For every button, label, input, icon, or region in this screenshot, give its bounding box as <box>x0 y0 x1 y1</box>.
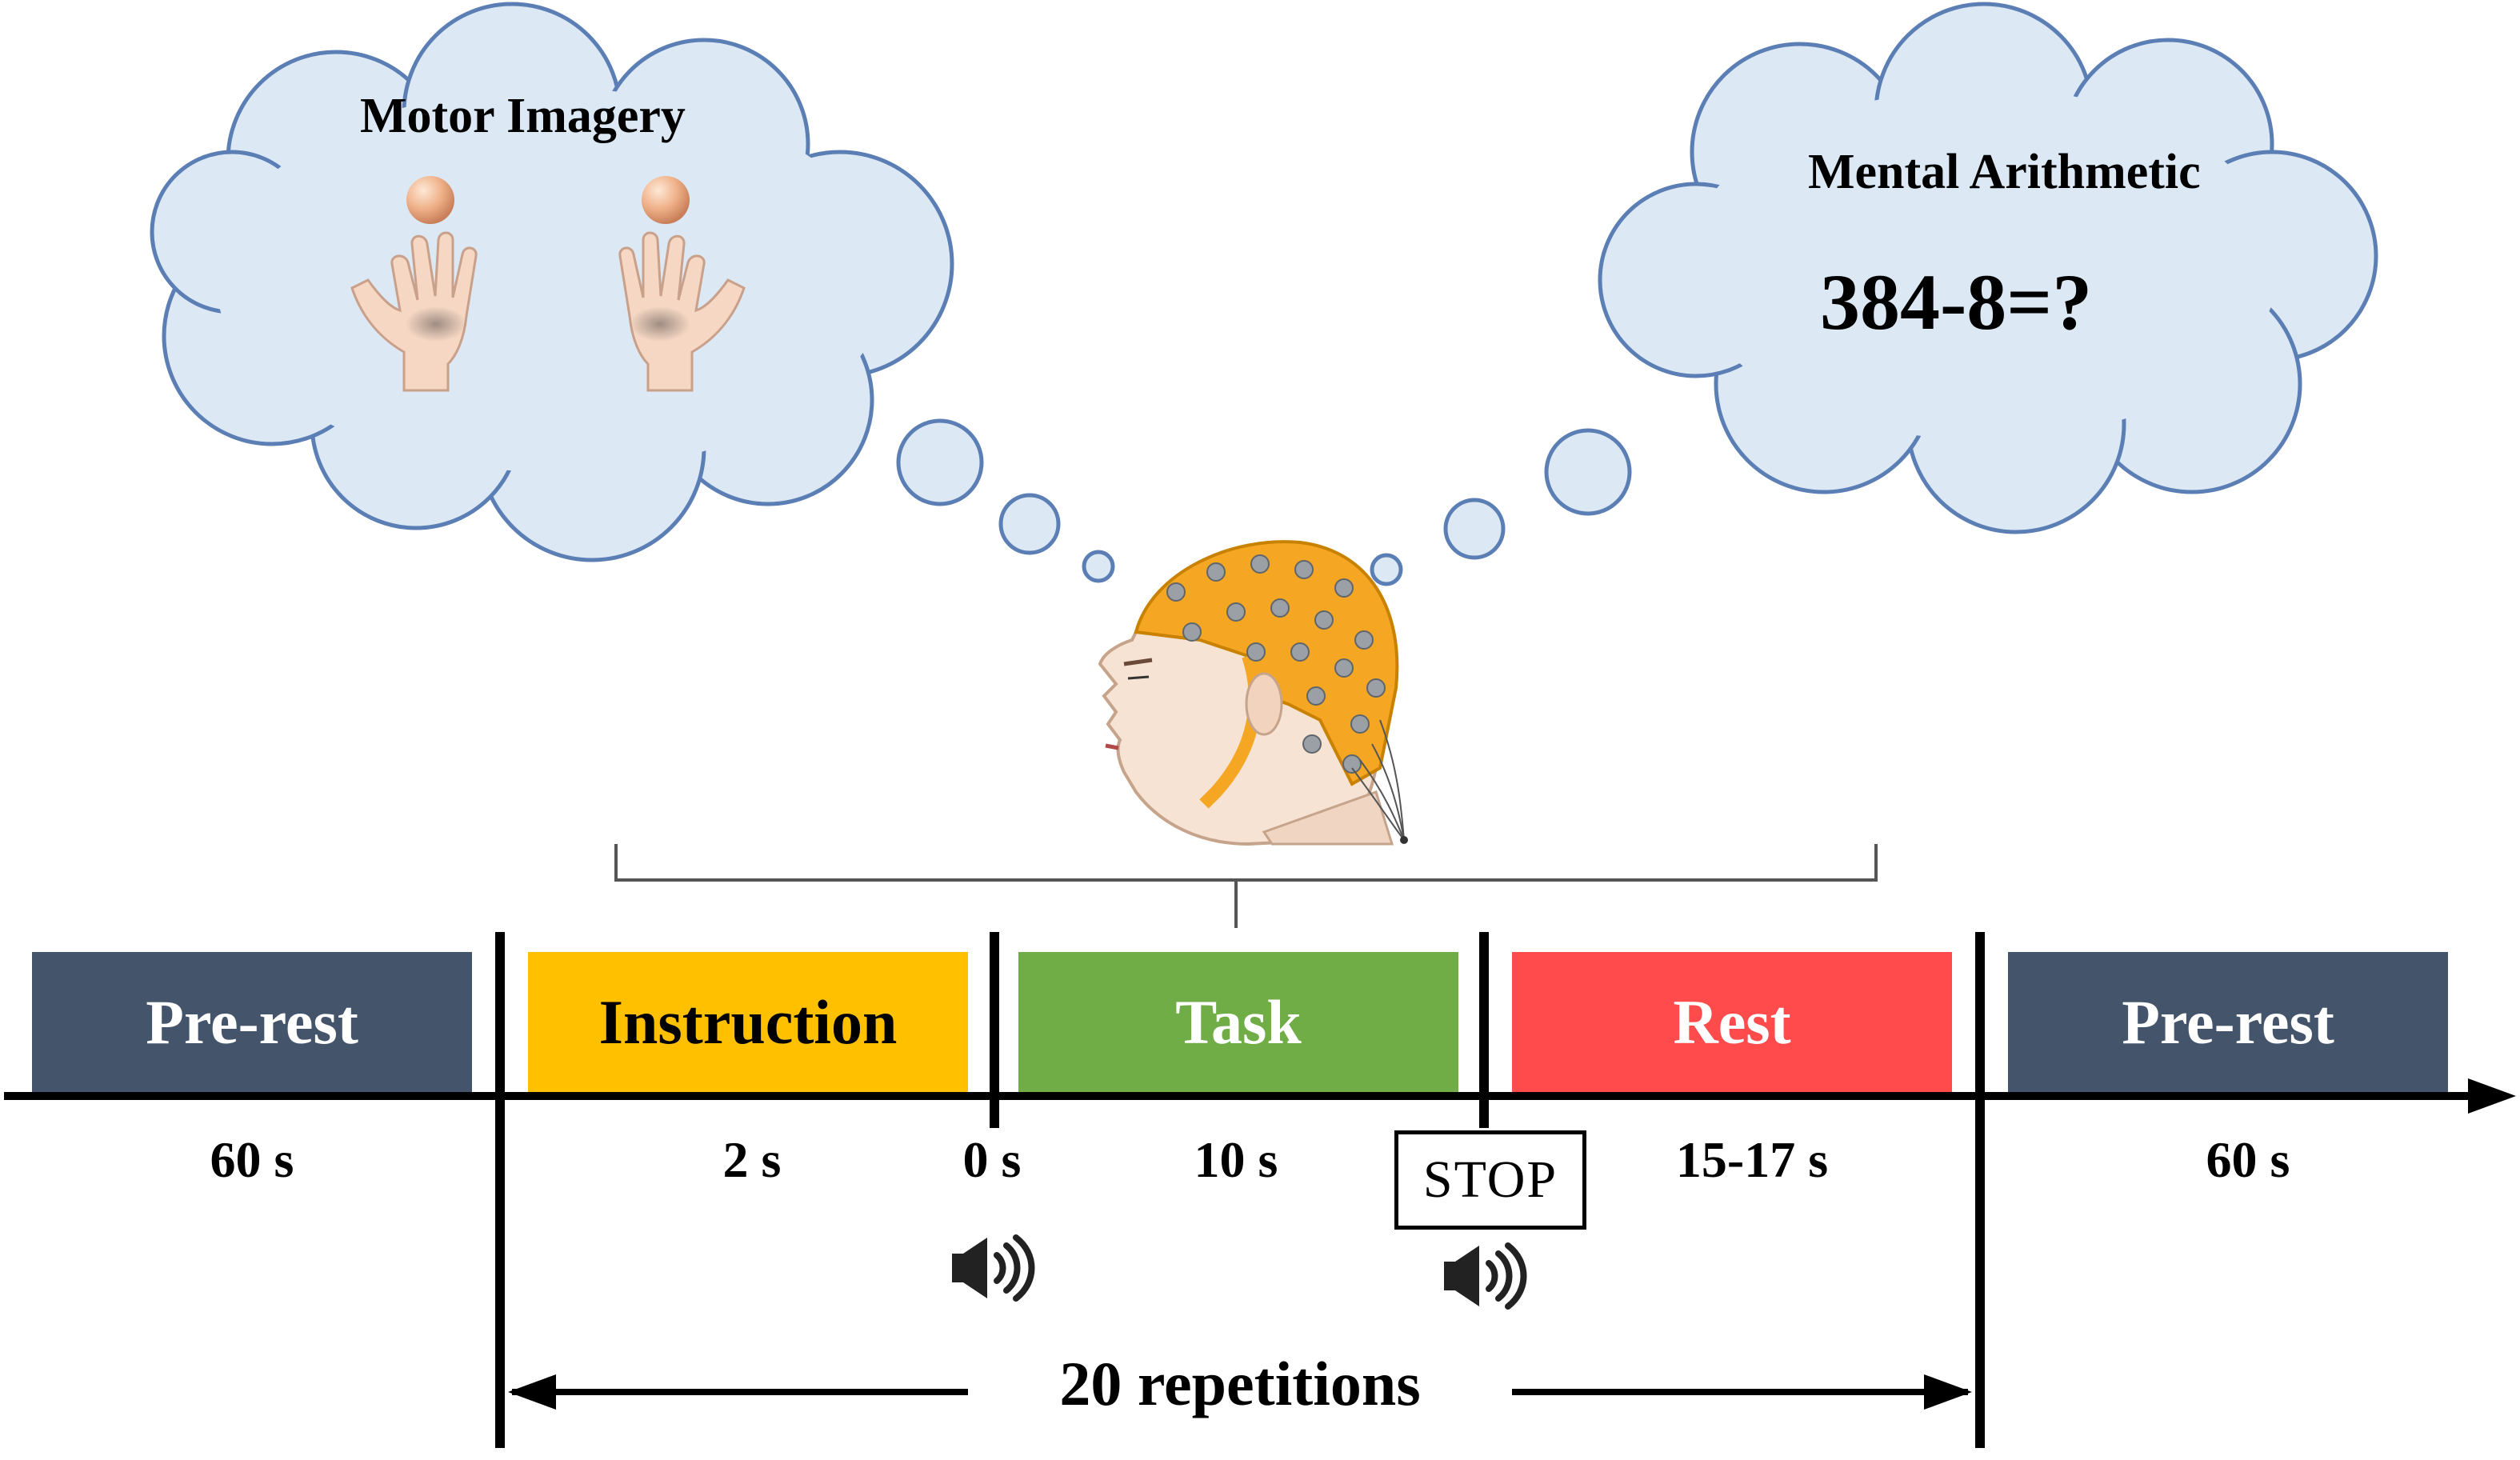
pre-rest-block-end: Pre-rest <box>2008 952 2448 1092</box>
task-duration: 10 s <box>1194 1131 1278 1188</box>
task-onset-time: 0 s <box>962 1131 1022 1188</box>
stop-cue: STOP <box>1394 1130 1586 1230</box>
open-hand-icon <box>350 231 478 392</box>
ball-icon <box>642 176 690 224</box>
right-bubble-medium <box>1443 498 1506 560</box>
pre-rest-end-duration: 60 s <box>2206 1131 2290 1188</box>
mental-arithmetic-cloud <box>1598 2 2378 534</box>
left-bubble-large <box>896 418 984 506</box>
stop-label: STOP <box>1422 1150 1558 1209</box>
motor-imagery-title: Motor Imagery <box>360 89 686 143</box>
speaker-icon <box>1444 1242 1527 1310</box>
mental-arithmetic-title: Mental Arithmetic <box>1808 145 2201 199</box>
left-bubble-small <box>1082 550 1115 583</box>
left-bubble-medium <box>998 493 1061 555</box>
trial-separators <box>495 932 1985 1448</box>
instruction-block-label: Instruction <box>598 986 898 1057</box>
pre-rest-start-duration: 60 s <box>210 1131 294 1188</box>
task-block: Task <box>1018 952 1458 1092</box>
rest-block-label: Rest <box>1673 986 1791 1057</box>
right-bubble-large <box>1544 428 1632 516</box>
rest-duration: 15-17 s <box>1675 1131 1829 1188</box>
arithmetic-equation: 384-8=? <box>1820 258 2093 346</box>
timeline-arrowhead <box>2468 1078 2516 1114</box>
right-bubble-small <box>1370 553 1403 586</box>
task-block-label: Task <box>1175 986 1302 1057</box>
pre-rest-block-start: Pre-rest <box>32 952 472 1092</box>
thought-bubbles <box>896 418 1632 586</box>
pre-rest-block-label: Pre-rest <box>2122 986 2334 1057</box>
motor-imagery-cloud <box>150 2 954 562</box>
ball-icon <box>406 176 454 224</box>
instruction-block: Instruction <box>528 952 968 1092</box>
speaker-icon <box>952 1234 1035 1302</box>
task-bracket <box>614 844 1878 928</box>
rest-block: Rest <box>1512 952 1952 1092</box>
instruction-duration: 2 s <box>722 1131 782 1188</box>
pre-rest-block-label: Pre-rest <box>146 986 358 1057</box>
open-hand-icon <box>618 231 746 392</box>
repetitions-label: 20 repetitions <box>968 1340 1512 1428</box>
eeg-cap-head-icon <box>1098 540 1408 846</box>
